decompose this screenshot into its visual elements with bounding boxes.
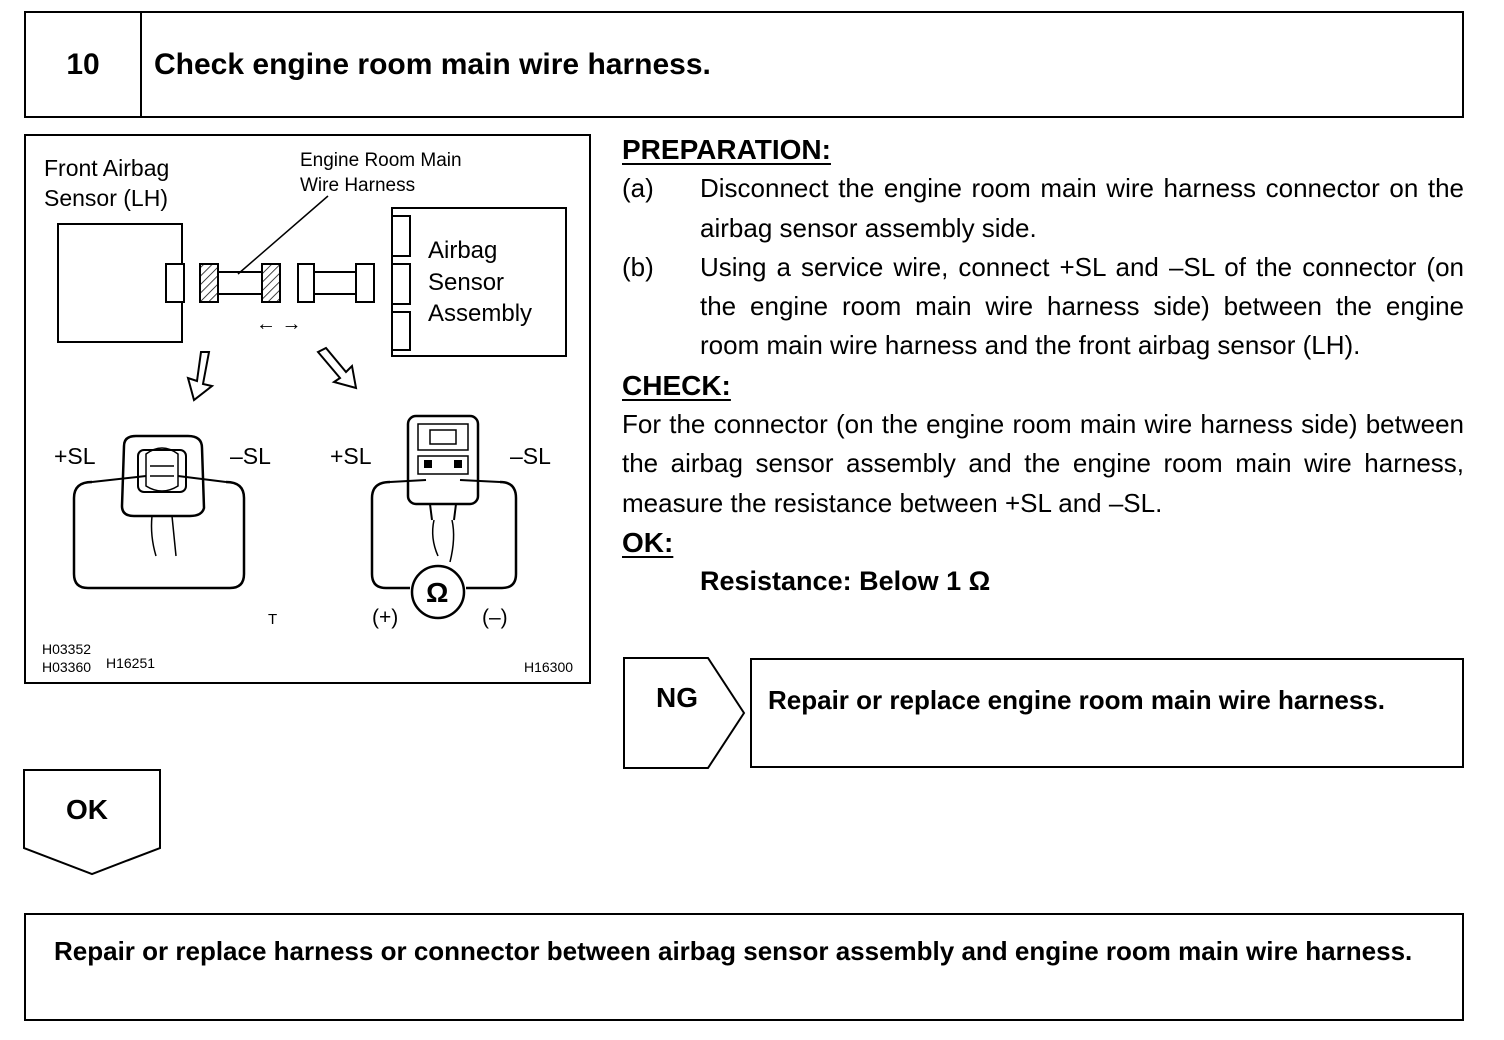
item-text: Using a service wire, connect +SL and –S… <box>700 251 1464 361</box>
item-label: (a) <box>622 173 654 204</box>
minus-sl-left-label: –SL <box>230 443 271 469</box>
check-heading: CHECK: <box>622 369 731 401</box>
left-connector-face <box>137 449 187 493</box>
front-sensor-label-2: Sensor (LH) <box>44 185 168 211</box>
step-title: Check engine room main wire harness. <box>154 48 711 81</box>
assembly-connector-1 <box>391 215 411 257</box>
ok-action-box: Repair or replace harness or connector b… <box>24 913 1464 1021</box>
figure-code-1: H03352 <box>42 641 91 657</box>
plus-sl-right-label: +SL <box>330 443 372 469</box>
down-arrow-left <box>186 351 215 402</box>
probe-plus-label: (+) <box>372 606 398 629</box>
figure-code-3: H16251 <box>106 655 155 671</box>
harness-connector-b <box>261 263 281 303</box>
minus-sl-right-label: –SL <box>510 443 551 469</box>
item-label: (b) <box>622 251 654 282</box>
assembly-label-3: Assembly <box>428 300 532 327</box>
down-arrow-right <box>316 346 358 390</box>
item-text: Disconnect the engine room main wire har… <box>700 173 1464 243</box>
wiring-diagram: Front Airbag Sensor (LH) Engine Room Mai… <box>42 150 573 675</box>
front-sensor-connector <box>165 263 185 303</box>
plus-sl-left-label: +SL <box>54 443 96 469</box>
procedure-text: PREPARATION: (a) Disconnect the engine r… <box>622 130 1464 602</box>
ng-tag-label: NG <box>656 682 698 713</box>
figure-code-2: H03360 <box>42 659 91 675</box>
assembly-connector-3 <box>391 311 411 351</box>
step-header: 10 Check engine room main wire harness. <box>24 11 1464 118</box>
ok-arrow-tag <box>23 769 161 876</box>
front-sensor-body <box>57 223 183 343</box>
assembly-label-1: Airbag <box>428 237 497 264</box>
harness-wire-1 <box>217 271 263 295</box>
assembly-label-2: Sensor <box>428 269 504 296</box>
ok-heading: OK: <box>622 526 674 558</box>
harness-label-2: Wire Harness <box>300 175 415 196</box>
step-number: 10 <box>26 13 142 116</box>
preparation-item-a: (a) Disconnect the engine room main wire… <box>622 169 1464 248</box>
ohmmeter <box>410 564 466 620</box>
harness-label-1: Engine Room Main <box>300 150 462 171</box>
ng-arrow-tag <box>623 657 746 769</box>
ohm-symbol: Ω <box>426 577 448 608</box>
harness-connector-c <box>297 263 315 303</box>
figure-code-4: H16300 <box>524 659 573 675</box>
harness-wire-2 <box>313 271 357 295</box>
preparation-item-b: (b) Using a service wire, connect +SL an… <box>622 248 1464 366</box>
harness-connector-d <box>355 263 375 303</box>
resistance-spec: Resistance: Below 1 Ω <box>700 566 991 597</box>
ok-tag-label: OK <box>66 794 108 825</box>
disconnect-arrows: ← → <box>256 313 302 335</box>
check-text: For the connector (on the engine room ma… <box>622 409 1464 518</box>
front-sensor-label-1: Front Airbag <box>44 155 169 181</box>
preparation-heading: PREPARATION: <box>622 134 831 165</box>
ng-action-box: Repair or replace engine room main wire … <box>750 658 1464 768</box>
assembly-connector-2 <box>391 263 411 305</box>
right-test-loop <box>370 480 410 590</box>
harness-leader-line <box>237 195 329 275</box>
wiring-figure: Front Airbag Sensor (LH) Engine Room Mai… <box>24 134 591 684</box>
left-test-loop <box>72 480 246 590</box>
harness-connector-a <box>199 263 219 303</box>
t-mark: T <box>268 611 277 628</box>
probe-minus-label: (–) <box>482 606 508 629</box>
